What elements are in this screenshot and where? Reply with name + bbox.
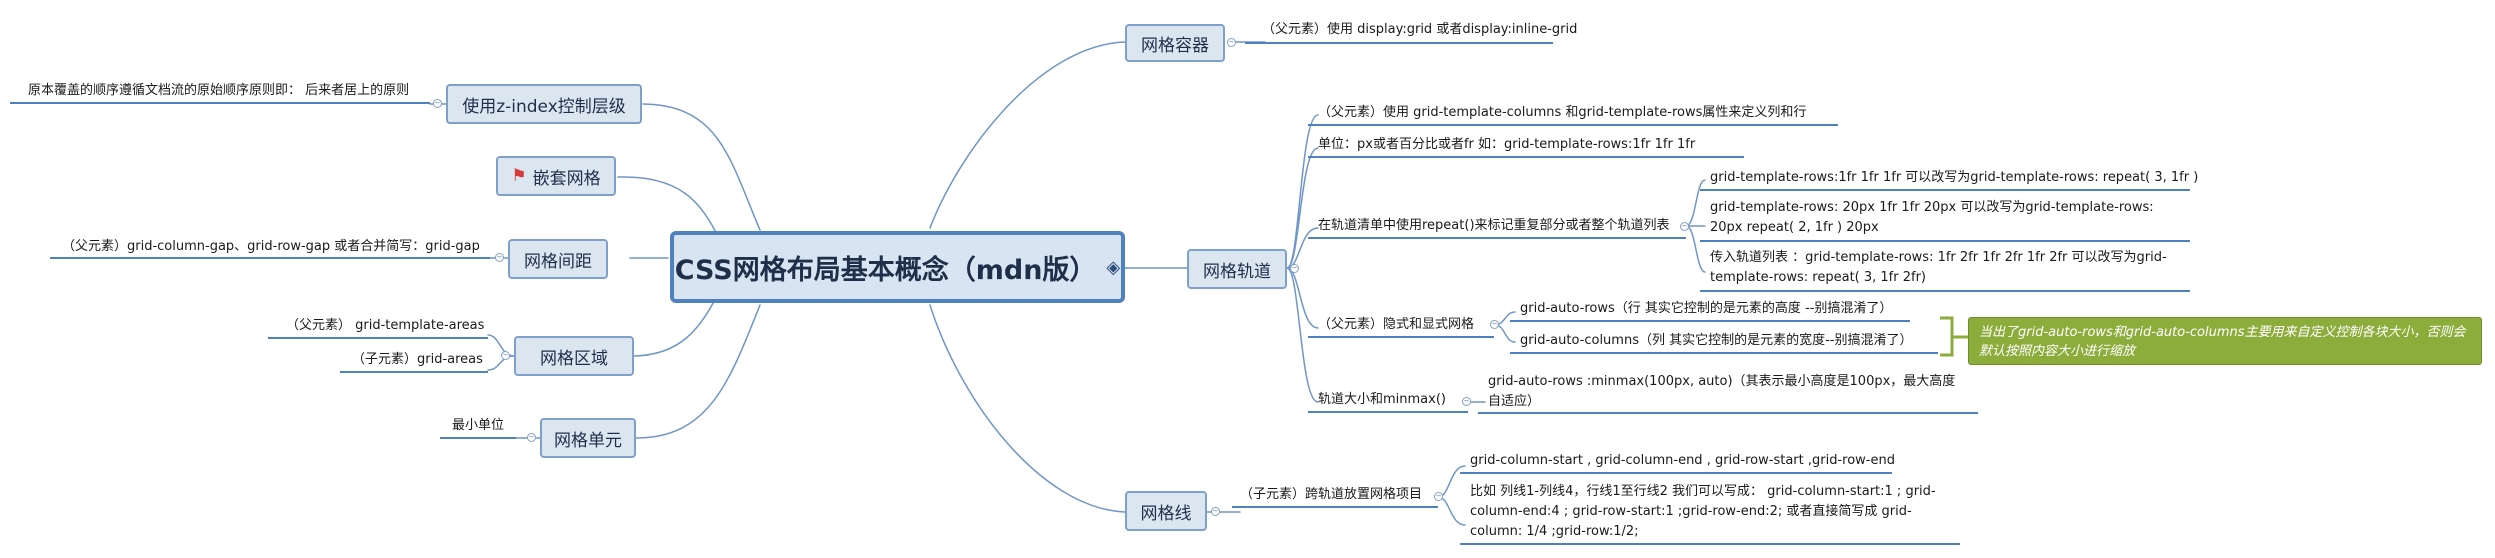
lines-example-underline <box>1460 543 1960 545</box>
repeat-example-1-underline <box>1700 189 2190 191</box>
repeat-example-1: grid-template-rows:1fr 1fr 1fr 可以改写为grid… <box>1710 170 2199 185</box>
auto-size-summary[interactable]: 当出了grid-auto-rows和grid-auto-columns主要用来自… <box>1968 317 2482 365</box>
topic-grid-cell[interactable]: 网格单元 <box>540 418 636 458</box>
repeat-example-2: grid-template-rows: 20px 1fr 1fr 20px 可以… <box>1710 200 2154 235</box>
topic-zindex[interactable]: 使用z-index控制层级 <box>446 84 642 124</box>
zindex-collapse-toggle[interactable]: − <box>433 99 442 108</box>
tracks-repeat: 在轨道清单中使用repeat()来标记重复部分或者整个轨道列表 <box>1318 218 1670 233</box>
tracks-repeat-underline <box>1308 237 1686 239</box>
topic-grid-areas[interactable]: 网格区域 <box>514 336 634 376</box>
tracks-implicit-underline <box>1308 336 1494 338</box>
repeat-example-3: 传入轨道列表 ：grid-template-rows: 1fr 2fr 1fr … <box>1710 250 2167 285</box>
container-collapse-toggle[interactable]: − <box>1227 38 1236 47</box>
tracks-unit-underline <box>1308 156 1744 158</box>
auto-rows: grid-auto-rows（行 其实它控制的是元素的高度 --别搞混淆了） <box>1520 301 1893 316</box>
note-icon: ◈ <box>1106 256 1121 278</box>
repeat-example-2-underline <box>1700 240 2190 242</box>
container-note-underline <box>1245 42 1553 44</box>
root-title: CSS网格布局基本概念（mdn版） <box>674 254 1097 286</box>
minmax-collapse-toggle[interactable]: − <box>1462 397 1471 406</box>
topic-grid-lines[interactable]: 网格线 <box>1125 491 1207 531</box>
implicit-collapse-toggle[interactable]: − <box>1490 320 1499 329</box>
tracks-collapse-toggle[interactable]: − <box>1290 264 1299 273</box>
root-topic[interactable]: CSS网格布局基本概念（mdn版） ◈ <box>670 231 1125 303</box>
lines-child-underline <box>1232 506 1438 508</box>
tracks-unit: 单位：px或者百分比或者fr 如：grid-template-rows:1fr … <box>1318 137 1696 152</box>
topic-lines-label: 网格线 <box>1140 503 1192 524</box>
areas-parent-note: （父元素） grid-template-areas <box>286 318 485 333</box>
lines-props: grid-column-start , grid-column-end , gr… <box>1470 453 1895 468</box>
topic-zindex-label: 使用z-index控制层级 <box>462 96 626 117</box>
cell-collapse-toggle[interactable]: − <box>527 433 536 442</box>
topic-areas-label: 网格区域 <box>540 348 608 369</box>
topic-grid-tracks[interactable]: 网格轨道 <box>1187 249 1287 289</box>
gap-collapse-toggle[interactable]: − <box>495 253 504 262</box>
zindex-note: 原本覆盖的顺序遵循文档流的原始顺序原则即： 后来者居上的原则 <box>28 83 410 98</box>
areas-child-note: （子元素）grid-areas <box>352 352 483 367</box>
container-note: （父元素）使用 display:grid 或者display:inline-gr… <box>1262 22 1578 37</box>
tracks-minmax-underline <box>1308 411 1468 413</box>
repeat-collapse-toggle[interactable]: − <box>1680 222 1689 231</box>
minmax-note-underline <box>1478 412 1978 414</box>
lines-props-underline <box>1460 472 1892 474</box>
areas-collapse-toggle[interactable]: − <box>501 351 510 360</box>
gap-note: （父元素）grid-column-gap、grid-row-gap 或者合并简写… <box>62 239 480 254</box>
lines-child-collapse-toggle[interactable]: − <box>1434 492 1443 501</box>
lines-child: （子元素）跨轨道放置网格项目 <box>1240 487 1423 502</box>
auto-columns-underline <box>1510 352 1938 354</box>
minmax-note: grid-auto-rows :minmax(100px, auto)（其表示最… <box>1488 374 1956 409</box>
topic-grid-container[interactable]: 网格容器 <box>1125 24 1225 62</box>
topic-nested-label: 嵌套网格 <box>532 168 601 189</box>
tracks-implicit: （父元素）隐式和显式网格 <box>1318 317 1475 332</box>
zindex-note-underline <box>10 102 430 104</box>
repeat-example-3-underline <box>1700 290 2190 292</box>
topic-grid-gap[interactable]: 网格间距 <box>508 239 608 279</box>
areas-parent-underline <box>268 337 488 339</box>
tracks-define: （父元素）使用 grid-template-columns 和grid-temp… <box>1318 105 1807 120</box>
lines-example: 比如 列线1-列线4，行线1至行线2 我们可以写成： grid-column-s… <box>1470 484 1936 539</box>
topic-cell-label: 网格单元 <box>554 430 622 451</box>
auto-columns: grid-auto-columns（列 其实它控制的是元素的宽度--别搞混淆了） <box>1520 333 1913 348</box>
lines-collapse-toggle[interactable]: − <box>1211 507 1220 516</box>
gap-note-underline <box>50 257 490 259</box>
auto-rows-underline <box>1510 320 1910 322</box>
topic-tracks-label: 网格轨道 <box>1203 261 1271 282</box>
areas-child-underline <box>340 371 488 373</box>
topic-nested-grid[interactable]: ⚑ 嵌套网格 <box>496 156 616 196</box>
tracks-minmax: 轨道大小和minmax() <box>1318 392 1446 407</box>
cell-note-underline <box>440 437 516 439</box>
topic-container-label: 网格容器 <box>1141 35 1209 56</box>
tracks-define-underline <box>1308 124 1838 126</box>
topic-gap-label: 网格间距 <box>524 251 592 272</box>
cell-note: 最小单位 <box>452 418 505 433</box>
red-flag-icon: ⚑ <box>511 166 527 186</box>
